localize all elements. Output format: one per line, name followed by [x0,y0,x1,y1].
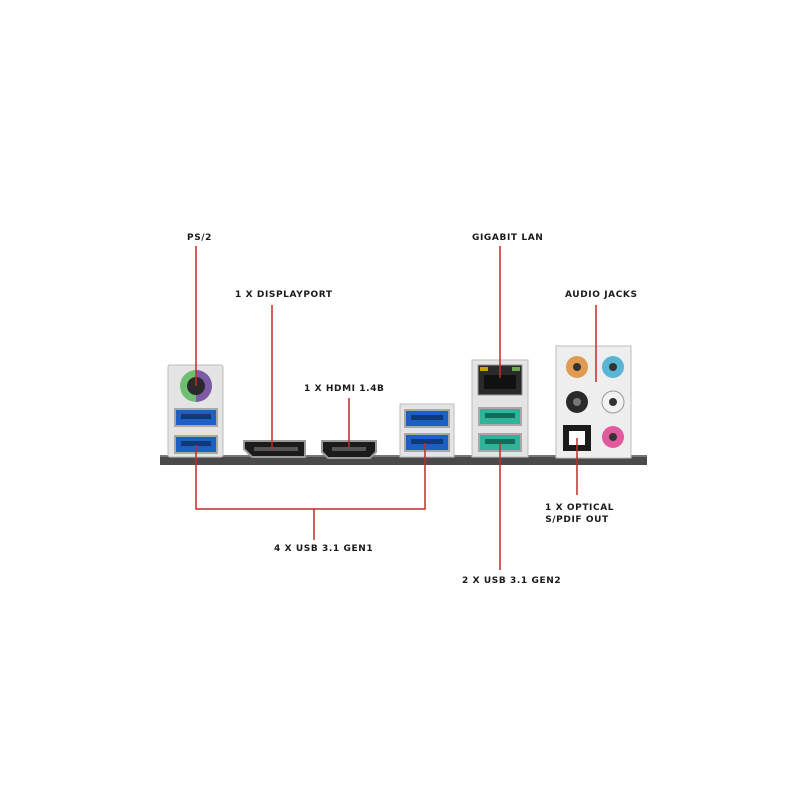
usb-gen1-dual [399,403,455,458]
usb-gen1-bracket [195,443,426,510]
callout-lines [195,246,597,570]
label-usb-gen1: 4 X USB 3.1 GEN1 [274,544,374,554]
label-displayport: 1 X DISPLAYPORT [235,290,333,300]
displayport-port [243,440,306,458]
audio-block [555,345,632,459]
label-usb-gen2: 2 X USB 3.1 GEN2 [462,576,562,586]
label-hdmi: 1 X HDMI 1.4B [304,384,385,394]
hdmi-port [321,440,377,459]
label-lan: GIGABIT LAN [472,233,544,243]
label-audio: AUDIO JACKS [565,290,638,300]
lan-usb-gen2-stack [471,359,529,458]
label-optical-line2: S/PDIF OUT [545,515,609,525]
label-ps2: PS/2 [187,233,213,243]
ps2-usb-stack [167,364,224,458]
label-optical: 1 X OPTICAL S/PDIF OUT [545,503,615,525]
io-shield-bar [160,455,647,465]
label-optical-line1: 1 X OPTICAL [545,503,615,513]
